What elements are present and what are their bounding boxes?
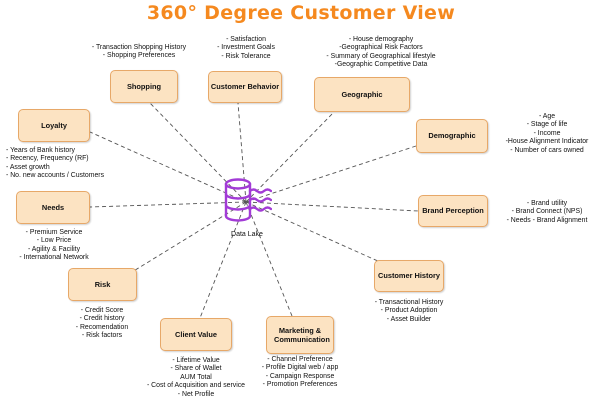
list-item: - Recomendation [75, 323, 129, 331]
connector-customer-behavior [237, 102, 247, 203]
list-item: - House demography [348, 36, 414, 43]
node-marketing-communication: Marketing & Communication [266, 316, 334, 354]
node-label: Shopping [126, 81, 162, 91]
list-item: - Satisfaction [226, 36, 266, 43]
node-brand-perception: Brand Perception [418, 195, 488, 227]
list-customer-history: - Transactional History - Product Adopti… [360, 299, 458, 324]
list-risk: - Credit Score - Credit history - Recome… [52, 307, 152, 341]
connector-brand-perception [245, 201, 419, 212]
node-label: Customer History [377, 271, 440, 281]
list-client-value: - Lifetime Value - Share of Wallet AUM T… [136, 357, 256, 399]
list-item: - Years of Bank history [6, 147, 75, 154]
list-needs: - Premium Service - Low Price - Agility … [6, 229, 102, 263]
list-item: - Risk Tolerance [221, 52, 271, 60]
node-customer-behavior: Customer Behavior [208, 71, 282, 103]
list-shopping: - Transaction Shopping History - Shoppin… [64, 44, 214, 61]
list-geographic: - House demography -Geographical Risk Fa… [306, 36, 456, 70]
node-label: Marketing & Communication [274, 325, 330, 344]
list-item: - Net Profile [177, 390, 215, 398]
connector-customer-history [245, 201, 381, 263]
list-item: - Transactional History [374, 299, 444, 306]
list-item: - Stage of life [526, 121, 568, 129]
hub-label: Data Lake [231, 231, 263, 238]
list-item: - Product Adoption [380, 307, 438, 315]
list-item: - Channel Preference [267, 356, 333, 363]
list-brand-perception: - Brand utility - Brand Connect (NPS) - … [494, 200, 600, 225]
node-label: Customer Behavior [210, 82, 280, 92]
node-label: Demographic [428, 131, 476, 141]
list-marketing-communication: - Channel Preference - Profile Digital w… [250, 356, 350, 390]
node-label: Brand Perception [422, 206, 484, 216]
node-label: Loyalty [41, 120, 67, 130]
node-loyalty: Loyalty [18, 109, 90, 142]
list-item: - Number of cars owned [510, 146, 584, 154]
list-item: - Shopping Preferences [102, 52, 176, 60]
list-item: -Geographical Risk Factors [339, 44, 423, 52]
list-item: - Income [533, 129, 561, 137]
connector-loyalty [89, 131, 247, 203]
list-item: - Asset growth [6, 163, 50, 171]
connector-shopping [149, 102, 247, 203]
list-item: - Investment Goals [217, 44, 275, 52]
list-item: - Lifetime Value [172, 357, 220, 364]
list-item: - Brand Connect (NPS) [511, 208, 583, 216]
list-item: - No. new accounts / Customers [6, 172, 105, 180]
node-label: Needs [41, 202, 65, 212]
node-client-value: Client Value [160, 318, 232, 351]
list-item: -Geographic Competitive Data [334, 61, 428, 69]
list-item: - Summary of Geographical lifestyle [326, 52, 436, 60]
list-item: - Credit history [79, 315, 125, 323]
database-icon [224, 178, 272, 222]
list-item: - Campaign Response [265, 372, 335, 380]
list-item: - Cost of Acquisition and service [146, 382, 246, 390]
list-item: - Premium Service [25, 229, 83, 236]
connector-needs [89, 201, 247, 208]
list-item: - Needs - Brand Alignment [506, 216, 588, 224]
node-label: Client Value [175, 329, 217, 339]
list-item: - Agility & Facility [27, 245, 81, 253]
diagram-title: 360° Degree Customer View [146, 2, 456, 24]
list-item: - Profile Digital web / app [261, 364, 339, 372]
list-item: - Asset Builder [386, 315, 432, 323]
node-demographic: Demographic [416, 119, 488, 153]
connector-demographic [245, 145, 417, 203]
list-item: - Age [538, 113, 556, 120]
list-item: - Brand utility [526, 200, 568, 207]
node-geographic: Geographic [314, 77, 410, 112]
node-label: Geographic [341, 89, 383, 99]
list-demographic: - Age - Stage of life - Income -House Al… [494, 113, 600, 155]
list-item: -House Alignment Indicator [505, 138, 589, 146]
list-item: - Transaction Shopping History [91, 44, 187, 51]
list-customer-behavior: - Satisfaction - Investment Goals - Risk… [196, 36, 296, 61]
list-item: - Share of Wallet [170, 365, 222, 373]
list-item: - International Network [19, 254, 89, 262]
list-item: AUM Total [180, 373, 212, 381]
list-item: - Recency, Frequency (RF) [6, 155, 89, 163]
list-item: - Low Price [36, 237, 72, 245]
list-loyalty: - Years of Bank history - Recency, Frequ… [6, 147, 126, 181]
node-customer-history: Customer History [374, 260, 444, 292]
list-item: - Credit Score [80, 307, 124, 314]
list-item: - Risk factors [81, 332, 123, 340]
node-label: Risk [94, 279, 111, 289]
list-item: - Promotion Preferences [262, 381, 338, 389]
node-needs: Needs [16, 191, 90, 224]
node-risk: Risk [68, 268, 137, 301]
node-shopping: Shopping [110, 70, 178, 103]
